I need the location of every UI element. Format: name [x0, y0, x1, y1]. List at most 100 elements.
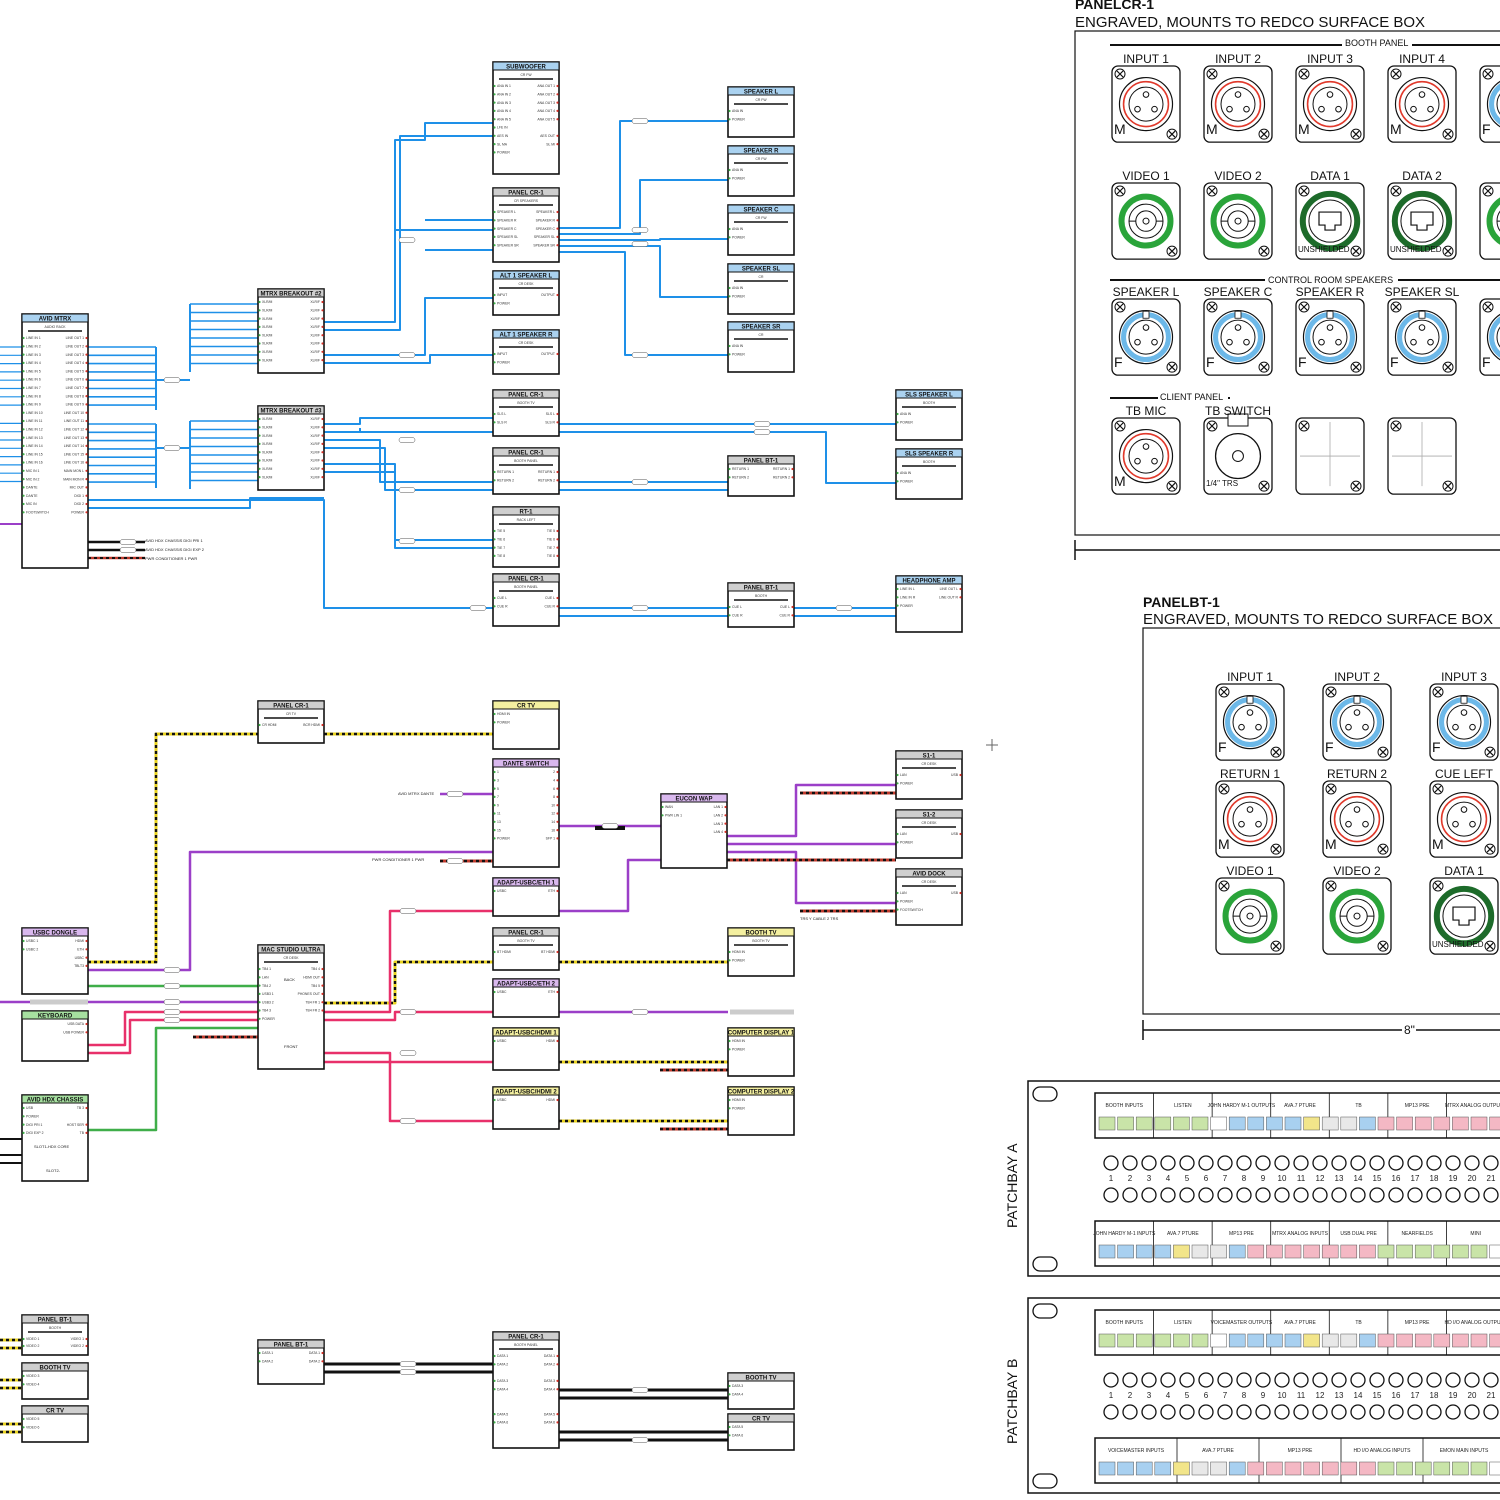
screw-cross	[1486, 942, 1494, 950]
port-out-label: LINE OUT 16	[64, 461, 84, 465]
cable-hdmi-booth-stripe	[324, 960, 493, 1005]
port-in-dot	[493, 293, 496, 297]
device-header	[257, 405, 325, 415]
screw-cross	[1434, 882, 1442, 890]
device-breakout-2: MTRX BREAKOUT #2XLR/MXLR/MXLR/MXLR/MXLR/…	[257, 288, 325, 374]
device-location: BOOTH PANEL	[514, 585, 538, 589]
port-in-label: INPUT	[497, 352, 507, 356]
screw-cross	[1260, 130, 1268, 138]
device-title: PANEL BT-1	[744, 585, 779, 591]
device-title: SPEAKER SR	[741, 324, 781, 330]
jack-bottom	[1274, 1187, 1290, 1203]
strip-group-label: BOOTH INPUTS	[1106, 1103, 1144, 1109]
device-location: CR FW	[755, 157, 767, 161]
xlr-color-ring	[1226, 795, 1274, 843]
port-in-label: SPEAKER R	[497, 219, 517, 223]
strip-group-label: BOOTH INPUTS	[1106, 1320, 1144, 1326]
port-in-label: 15	[497, 828, 501, 832]
device-title: BOOTH TV	[746, 1375, 777, 1381]
port-out-dot	[556, 235, 559, 238]
port-in-dot	[896, 480, 899, 483]
port-in-dot	[493, 302, 496, 305]
port-out-label: SPEAKER SR	[533, 243, 555, 247]
port-in-dot	[493, 479, 496, 482]
port-in-label: XLR/M	[262, 342, 273, 346]
device-title: BOOTH TV	[40, 1365, 71, 1371]
device-location: BOOTH PANEL	[514, 459, 538, 463]
screw-cross	[1392, 70, 1400, 78]
port-in-dot	[493, 101, 496, 104]
jack-top	[1160, 1372, 1176, 1388]
port-out-label: LINE OUT 4	[66, 361, 85, 365]
trs-note: 1/4" TRS	[1206, 479, 1238, 488]
device-header	[492, 1027, 560, 1037]
device-title: PANEL CR-1	[508, 190, 544, 196]
cable-dante-dock	[727, 850, 896, 905]
cable-tag-5	[398, 437, 416, 443]
port-out-label: 16	[551, 828, 555, 832]
xlr-inner	[1496, 326, 1500, 348]
port-in-dot	[493, 412, 496, 416]
strip-group-label: HD I/O ANALOG INPUTS	[1354, 1448, 1412, 1454]
strip-jack-cell	[1359, 1461, 1376, 1476]
connector-label: INPUT 3	[1307, 52, 1353, 66]
unshielded-label: UNSHIELDED	[1390, 245, 1442, 254]
cable-tag-7	[398, 538, 416, 544]
port-out-label: XLR/F	[310, 442, 320, 446]
connector-blank	[1295, 417, 1365, 495]
port-in-label: LAN	[900, 773, 907, 777]
port-in-dot	[258, 1009, 261, 1012]
cable-bo2-out-e	[324, 354, 493, 364]
jack-number: 1	[1109, 1174, 1114, 1183]
cable-tag-25	[163, 1017, 181, 1023]
strip-jack-cell	[1340, 1244, 1358, 1259]
port-in-dot	[258, 350, 261, 353]
port-out-label: XLR/F	[310, 426, 320, 430]
port-out-dot	[556, 1363, 559, 1366]
jack-number: 17	[1411, 1391, 1420, 1400]
jack-top	[1426, 1372, 1442, 1388]
note-layer: AVID HDX CHASSIS DIGI PRI 1 AVID HDX CHA…	[34, 538, 839, 1173]
strip-group-label: AVA.7 PTURE	[1284, 1103, 1316, 1109]
device-title: PANEL BT-1	[38, 1317, 73, 1323]
port-out-label: DATA 4	[544, 1387, 555, 1391]
port-in-dot	[728, 1107, 731, 1110]
strip-jack-cell	[1321, 1244, 1339, 1259]
connector-label: INPUT 2	[1334, 670, 1380, 684]
port-in-dot	[22, 461, 25, 464]
port-out-dot	[321, 325, 324, 328]
connector-label: INPUT 4	[1399, 52, 1445, 66]
jack-top	[1350, 1372, 1366, 1388]
jack-bottom	[1217, 1404, 1233, 1420]
jack-number: 18	[1430, 1174, 1439, 1183]
port-in-label: LFE IN	[497, 126, 508, 130]
device-header	[727, 86, 795, 96]
device-location: AUDIO RACK	[44, 325, 66, 329]
port-in-label: DANTE	[26, 486, 38, 490]
jack-number: 16	[1392, 1174, 1401, 1183]
strip-jack-cell	[1396, 1333, 1413, 1348]
connector-label: INPUT 3	[1441, 670, 1487, 684]
xlr-inner	[1404, 319, 1440, 355]
port-out-dot	[85, 939, 88, 943]
xlr-inner	[1312, 319, 1348, 355]
jack-top	[1483, 1155, 1499, 1171]
port-out-dot	[321, 434, 324, 437]
port-in-dot	[22, 1106, 25, 1110]
port-in-label: DATA 1	[262, 1351, 273, 1355]
port-out-dot	[85, 386, 88, 389]
port-out-label: RETURN 1	[773, 467, 790, 471]
cable-bo3-e	[324, 463, 493, 541]
port-in-label: XLR/M	[262, 358, 273, 362]
xlr-pin	[1243, 105, 1250, 113]
cr-speakers-label: CONTROL ROOM SPEAKERS	[1268, 275, 1393, 285]
screw-cross	[1352, 130, 1360, 138]
port-out-dot	[85, 948, 88, 951]
port-in-label: POWER	[900, 421, 913, 425]
xlr-pin	[1427, 338, 1434, 346]
port-in-label: DATA 5	[497, 1412, 508, 1416]
port-in-dot	[728, 1098, 731, 1102]
port-in-dot	[493, 109, 496, 112]
port-in-label: MIC IN 1	[26, 469, 39, 473]
